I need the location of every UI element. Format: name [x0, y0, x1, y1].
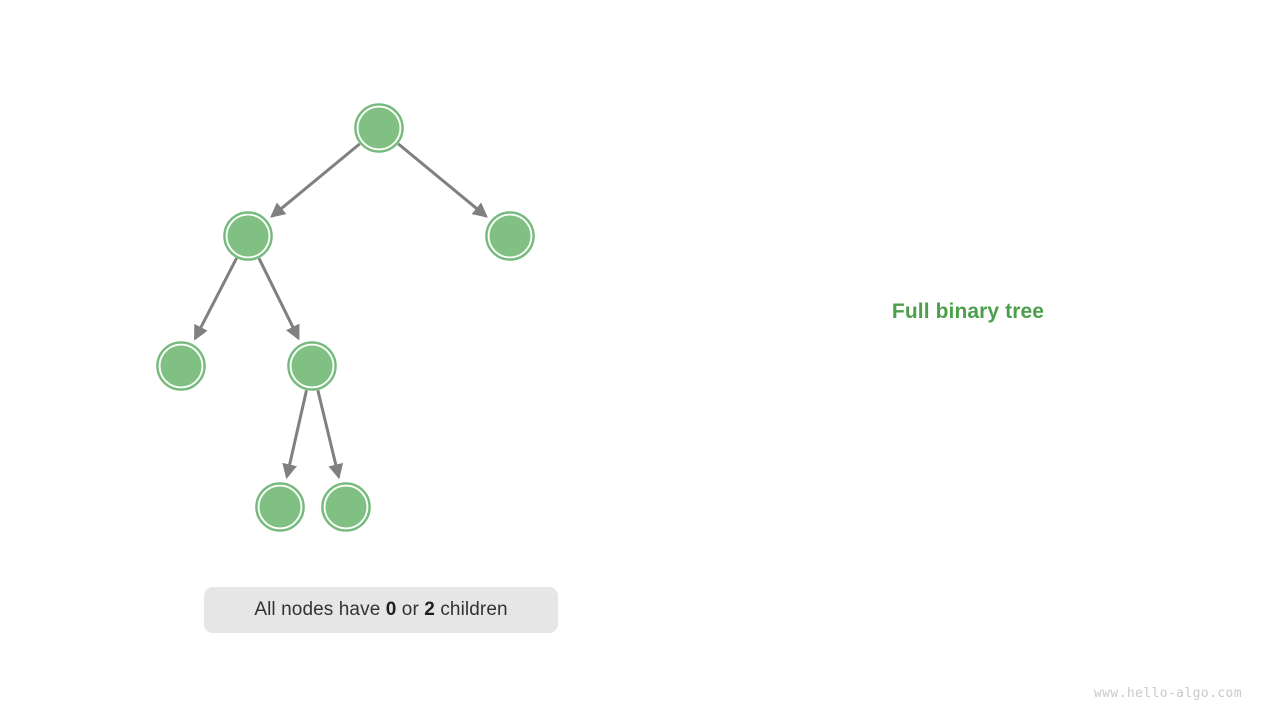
tree-edge — [397, 142, 488, 218]
tree-node — [354, 103, 404, 153]
site-watermark: www.hello-algo.com — [1093, 686, 1242, 701]
tree-node — [223, 211, 273, 261]
caption-suffix: children — [434, 599, 508, 620]
page-title: Full binary tree — [891, 300, 1045, 323]
tree-node-inner-gap — [225, 213, 271, 259]
tree-node-inner-gap — [158, 343, 204, 389]
tree-node-inner-gap — [487, 213, 533, 259]
tree-edge — [193, 257, 238, 341]
tree-node-fill — [326, 487, 366, 527]
tree-edge — [257, 257, 300, 341]
tree-node — [255, 482, 305, 532]
tree-edge — [270, 142, 361, 218]
tree-node-inner-gap — [289, 343, 335, 389]
tree-node-inner-gap — [356, 105, 402, 151]
tree-node — [287, 341, 337, 391]
caption-label: All nodes have 0 or 2 children — [254, 599, 507, 621]
tree-node-inner-gap — [257, 484, 303, 530]
tree-node-fill — [359, 108, 399, 148]
caption-middle: or — [396, 599, 425, 620]
tree-node-inner-gap — [323, 484, 369, 530]
caption-bold-zero: 0 — [385, 599, 397, 620]
tree-node-layer — [156, 103, 535, 532]
caption-badge: All nodes have 0 or 2 children — [204, 587, 558, 633]
tree-node-fill — [292, 346, 332, 386]
caption-prefix: All nodes have — [254, 599, 386, 620]
tree-edge — [282, 390, 308, 480]
tree-node — [485, 211, 535, 261]
tree-node-fill — [490, 216, 530, 256]
tree-node-fill — [228, 216, 268, 256]
tree-node-fill — [260, 487, 300, 527]
tree-node — [156, 341, 206, 391]
caption-bold-two: 2 — [424, 599, 435, 620]
tree-edge — [316, 389, 344, 480]
tree-edge-layer — [193, 142, 488, 480]
tree-node — [321, 482, 371, 532]
tree-node-fill — [161, 346, 201, 386]
